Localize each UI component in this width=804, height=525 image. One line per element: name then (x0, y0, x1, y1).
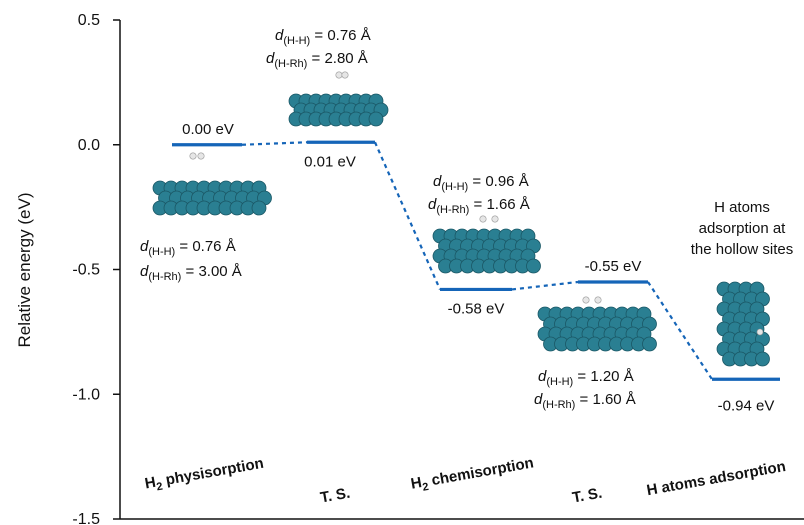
annotation-hollow-line: the hollow sites (691, 241, 794, 258)
energy-level-label: 0.00 eV (182, 121, 234, 138)
h2-molecule-chemisorption (479, 215, 499, 223)
y-tick-label: 0.0 (78, 137, 100, 154)
rh-slab-ts2 (537, 306, 657, 352)
annotation-ts1-hh: d(H-H) = 0.76 Å (275, 27, 371, 47)
rh-atom (755, 351, 770, 367)
annotation-ts2-hh: d(H-H) = 1.20 Å (538, 368, 634, 388)
h-atom (756, 328, 764, 336)
rh-slab-chemisorption (432, 228, 541, 274)
annotation-phys-hh: d(H-H) = 0.76 Å (140, 238, 236, 258)
rh-slab-ts1 (288, 93, 389, 127)
rh-slab-hollow (716, 281, 770, 367)
y-tick-label: 0.5 (78, 12, 100, 29)
category-label: H2 physisorption (144, 455, 266, 496)
level-connector (241, 141, 308, 146)
energy-level-label: -0.94 eV (718, 397, 775, 414)
level-connector (511, 280, 579, 291)
level-connector (373, 141, 442, 290)
annotation-ts2-hrh: d(H-Rh) = 1.60 Å (534, 391, 636, 411)
rh-atom (251, 200, 267, 216)
h-atom (189, 152, 197, 160)
h-atom (594, 296, 602, 304)
level-connector (647, 281, 713, 380)
annotation-ts1-hrh: d(H-Rh) = 2.80 Å (266, 50, 368, 70)
annotation-chem-hrh: d(H-Rh) = 1.66 Å (428, 196, 530, 216)
annotation-hollow-line: adsorption at (699, 220, 787, 237)
h-atom (335, 71, 343, 79)
annotation-chem-hh: d(H-H) = 0.96 Å (433, 173, 529, 193)
h-atom (582, 296, 590, 304)
annotation-hollow-line: H atoms (714, 199, 770, 216)
h-atom (341, 71, 349, 79)
h2-molecule-ts2 (582, 296, 602, 304)
h-atom (197, 152, 205, 160)
category-label: H atoms adsorption (645, 458, 787, 499)
rh-slab-physisorption (152, 180, 272, 216)
h2-molecule-physisorption (189, 152, 205, 160)
rh-atom (368, 111, 384, 127)
rh-atom (526, 258, 541, 274)
energy-level-label: -0.58 eV (448, 300, 505, 317)
h-atom (491, 215, 499, 223)
category-label: T. S. (319, 485, 352, 507)
category-label: T. S. (571, 485, 604, 507)
category-label: H2 chemisorption (409, 454, 535, 495)
h-atom (479, 215, 487, 223)
rh-atom (642, 336, 657, 352)
energy-level-label: 0.01 eV (304, 153, 356, 170)
y-tick-label: -1.5 (72, 511, 100, 525)
annotation-phys-hrh: d(H-Rh) = 3.00 Å (140, 263, 242, 283)
y-axis-title: Relative energy (eV) (15, 193, 34, 348)
energy-level-label: -0.55 eV (585, 258, 642, 275)
y-tick-label: -1.0 (72, 386, 100, 403)
y-tick-label: -0.5 (72, 262, 100, 279)
h2-molecule-ts1 (335, 71, 349, 79)
